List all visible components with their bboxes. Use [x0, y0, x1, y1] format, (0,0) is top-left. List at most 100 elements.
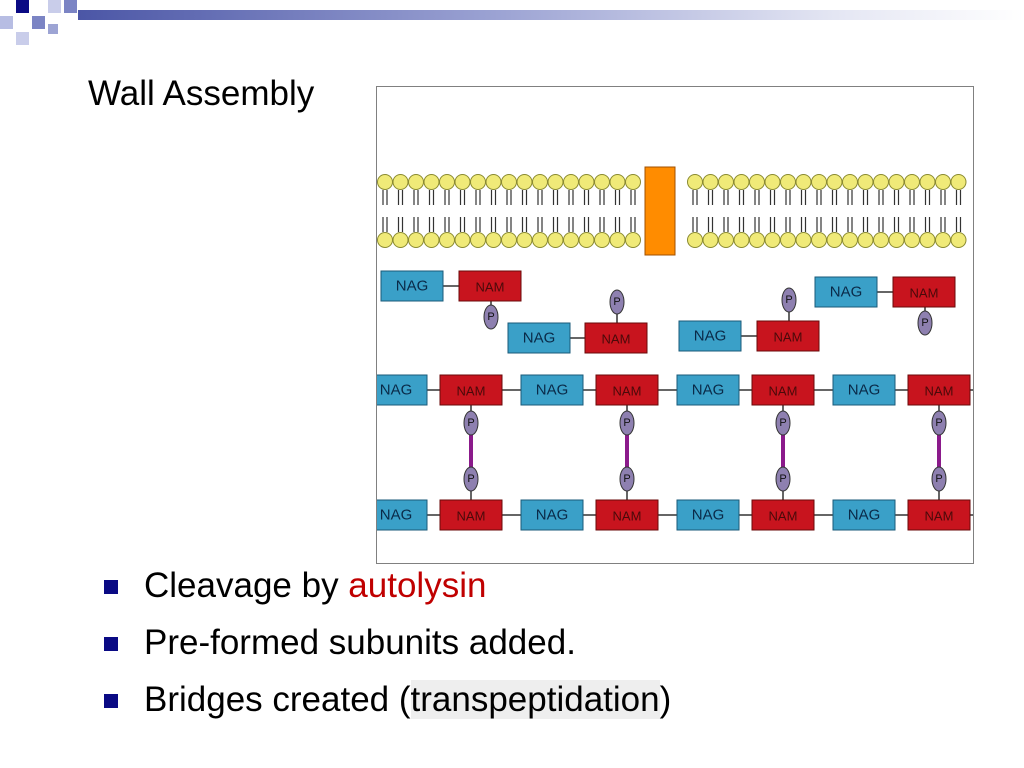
lipid-head [516, 232, 533, 248]
phosphate-label: P [935, 473, 942, 485]
bullet-list: Cleavage by autolysin Pre-formed subunit… [104, 560, 1004, 731]
lipid-head [811, 174, 827, 190]
lipid-head [811, 232, 827, 248]
nam-block [595, 499, 659, 531]
lipid-head [485, 232, 502, 248]
lipid-head [904, 174, 920, 190]
phosphate-label: P [623, 417, 630, 429]
lipid-head [904, 232, 920, 248]
phosphate-group [917, 310, 933, 336]
nag-block [678, 320, 742, 352]
lipid-head [795, 174, 812, 190]
bullet-text-end: ) [659, 680, 672, 719]
nag-label: NAG [830, 284, 863, 301]
nag-block [520, 374, 584, 406]
lipid-head [780, 174, 796, 190]
phosphate-label: P [779, 417, 786, 429]
lipid-head [501, 232, 517, 248]
lipid-head [377, 174, 393, 190]
lipid-head [733, 232, 750, 248]
square-bullet-icon [104, 637, 118, 651]
phosphate-group [609, 289, 625, 315]
lipid-head [625, 232, 641, 248]
nag-block [507, 322, 571, 354]
lipid-head [563, 232, 579, 248]
phosphate-group [781, 287, 797, 313]
phosphate-label: P [623, 473, 630, 485]
lipid-head [392, 232, 409, 248]
nag-label: NAG [380, 382, 413, 399]
lipid-head [594, 174, 610, 190]
lipid-head [454, 232, 471, 248]
nam-label: NAM [457, 384, 486, 399]
lipid-head [702, 232, 719, 248]
nam-label: NAM [769, 509, 798, 524]
transpeptidation-term: transpeptidation [410, 680, 660, 719]
lipid-head [609, 232, 626, 248]
phosphate-label: P [487, 311, 494, 323]
lipid-head [609, 174, 626, 190]
phosphate-group [931, 466, 947, 492]
nam-block [907, 499, 971, 531]
nag-block [832, 499, 896, 531]
lipid-head [485, 174, 502, 190]
lipid-head [423, 174, 440, 190]
square-bullet-icon [104, 694, 118, 708]
lipid-head [749, 174, 765, 190]
nam-block [751, 499, 815, 531]
nam-label: NAM [613, 509, 642, 524]
lipid-head [439, 232, 455, 248]
lipid-head [888, 232, 905, 248]
nag-block [377, 499, 428, 531]
lipid-head [795, 232, 812, 248]
lipid-head [392, 174, 409, 190]
lipid-head [532, 232, 548, 248]
nag-label: NAG [396, 278, 429, 295]
lipid-head [919, 232, 936, 248]
square-bullet-icon [104, 580, 118, 594]
autolysin-term: autolysin [348, 566, 487, 605]
phosphate-group [931, 410, 947, 436]
phosphate-group [775, 410, 791, 436]
lipid-head [749, 232, 765, 248]
lipid-head [888, 174, 905, 190]
nam-label: NAM [602, 332, 631, 347]
nag-label: NAG [692, 382, 725, 399]
nam-label: NAM [925, 509, 954, 524]
diagram-canvas: NAG NAM P NAG NAM P NAG NAM P NAG NAM P NAG NAM NAG NAM… [377, 166, 973, 531]
lipid-head [532, 174, 548, 190]
phosphate-group [483, 304, 499, 330]
bullet-text: Bridges created ( [144, 680, 411, 719]
lipid-head [764, 174, 781, 190]
title-bar-decoration [78, 10, 1024, 20]
nag-label: NAG [536, 382, 569, 399]
lipid-head [516, 174, 533, 190]
lipid-head [780, 232, 796, 248]
lipid-head [919, 174, 936, 190]
phosphate-group [775, 466, 791, 492]
lipid-head [501, 174, 517, 190]
lipid-head [454, 174, 471, 190]
cell-membrane [377, 174, 967, 248]
lipid-head [423, 232, 440, 248]
phosphate-group [619, 410, 635, 436]
nag-label: NAG [536, 507, 569, 524]
nam-block [892, 276, 956, 308]
sugar-units: NAG NAM P NAG NAM P NAG NAM P NAG NAM P NAG NAM NAG NAM… [377, 270, 971, 531]
nam-label: NAM [457, 509, 486, 524]
nam-label: NAM [910, 286, 939, 301]
nag-block [377, 374, 428, 406]
phosphate-label: P [935, 417, 942, 429]
cell-wall-diagram: NAG NAM P NAG NAM P NAG NAM P NAG NAM P NAG NAM NAG NAM… [376, 86, 974, 564]
nam-block [439, 374, 503, 406]
nam-block [584, 322, 648, 354]
nam-block [751, 374, 815, 406]
lipid-head [950, 174, 967, 190]
lipid-head [377, 232, 393, 248]
lipid-head [687, 174, 703, 190]
lipid-head [764, 232, 781, 248]
lipid-head [842, 174, 858, 190]
nag-block [520, 499, 584, 531]
nam-label: NAM [476, 280, 505, 295]
lipid-head [873, 232, 889, 248]
